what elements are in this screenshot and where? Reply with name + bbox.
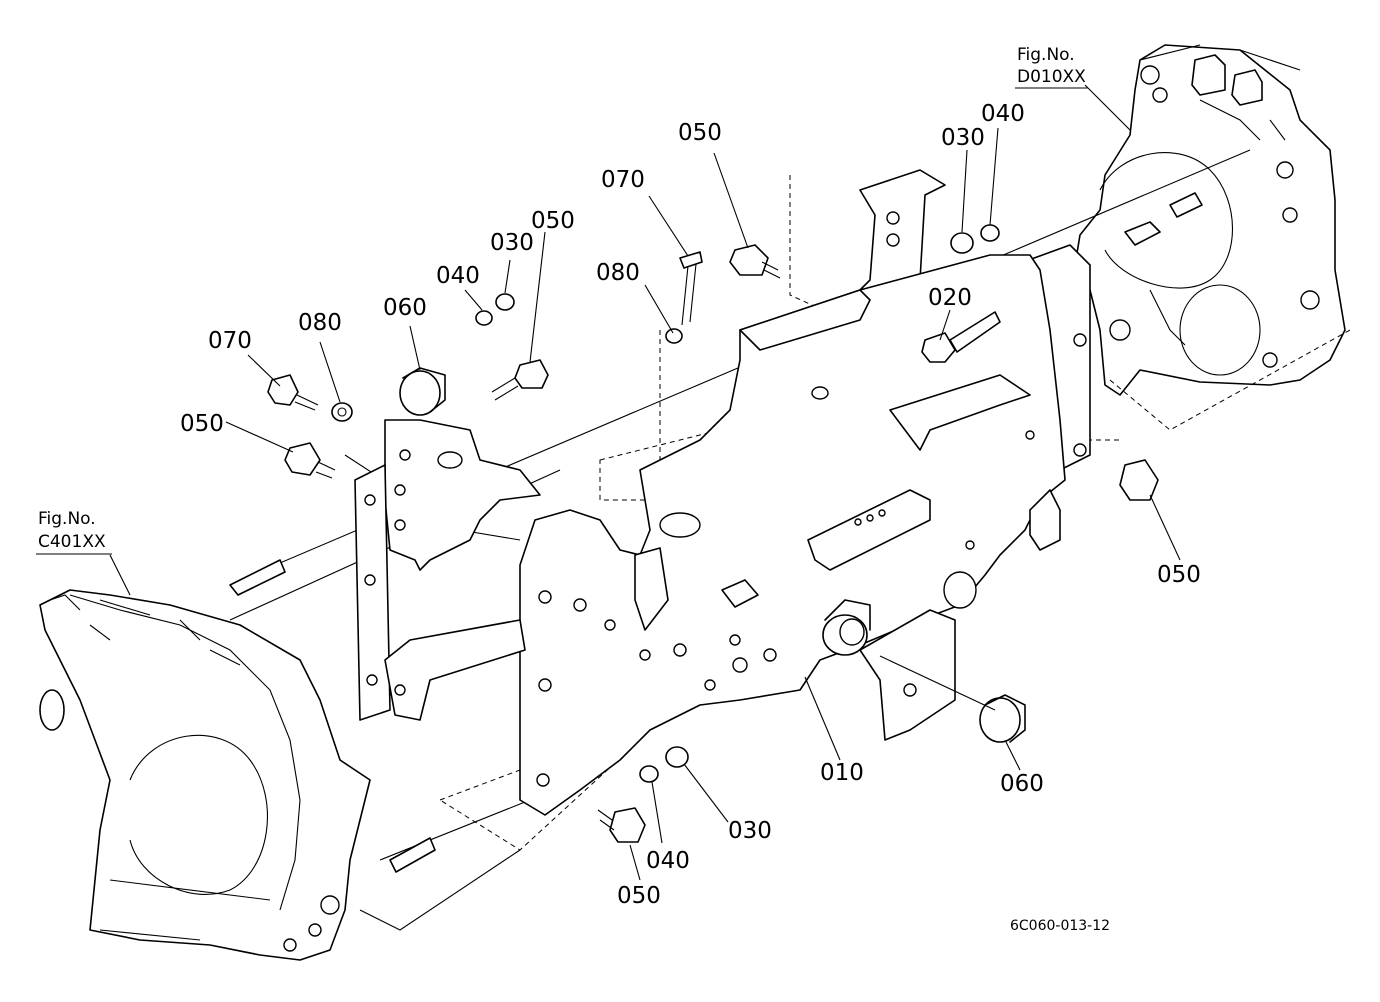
callout-030: 030	[728, 818, 772, 844]
main-frame	[519, 254, 1066, 816]
callout-050: 050	[678, 120, 722, 146]
callout-030: 030	[490, 230, 534, 256]
fig-ref-front: Fig.No. C401XX	[36, 509, 112, 555]
fastener-parts	[229, 192, 1203, 873]
callout-050: 050	[617, 883, 661, 909]
fig-ref-rear-code: D010XX	[1017, 67, 1086, 87]
drawing-code: 6C060-013-12	[1010, 918, 1110, 934]
callout-040: 040	[646, 848, 690, 874]
fig-ref-front-caption: Fig.No.	[38, 509, 96, 529]
leader-lines	[109, 84, 1181, 881]
callout-030: 030	[941, 125, 985, 151]
front-clutch-housing	[39, 589, 371, 961]
callout-050: 050	[1157, 562, 1201, 588]
callout-060: 060	[383, 295, 427, 321]
callout-050: 050	[180, 411, 224, 437]
callout-060: 060	[1000, 771, 1044, 797]
fig-ref-rear-caption: Fig.No.	[1017, 45, 1075, 65]
callout-010: 010	[820, 760, 864, 786]
callout-040: 040	[436, 263, 480, 289]
fig-ref-front-code: C401XX	[38, 532, 106, 552]
rear-transmission-housing	[1074, 44, 1351, 431]
callout-070: 070	[601, 167, 645, 193]
callout-070: 070	[208, 328, 252, 354]
callout-020: 020	[928, 285, 972, 311]
front-left-plate	[354, 419, 541, 721]
callout-050: 050	[531, 208, 575, 234]
fig-ref-rear: Fig.No. D010XX	[1015, 45, 1088, 89]
callout-040: 040	[981, 101, 1025, 127]
right-bushing-bracket	[822, 599, 956, 741]
callout-080: 080	[298, 310, 342, 336]
callout-labels: 010 020 030 040 050 070 080 070 080 060 …	[180, 101, 1201, 909]
callout-080: 080	[596, 260, 640, 286]
